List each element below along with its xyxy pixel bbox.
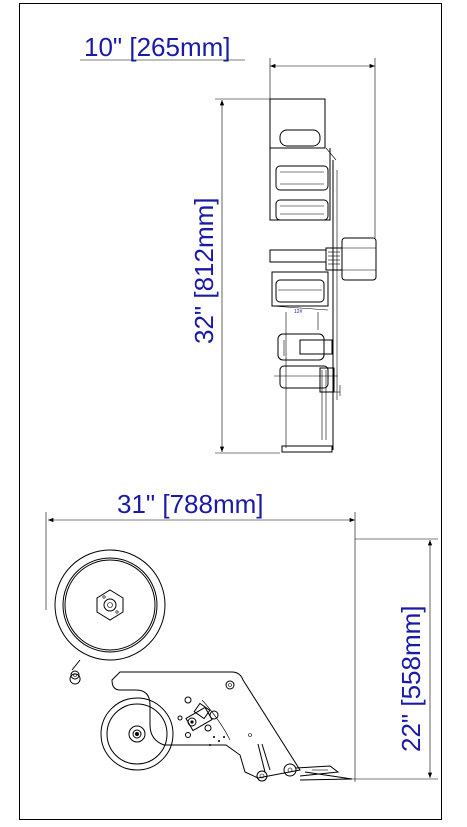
main-plate [111,671,301,779]
top-machine-body: 12# [269,98,377,453]
side-width-label: 31" [788mm] [117,489,264,519]
supply-reel [54,549,166,661]
side-height-label: 22" [558mm] [396,605,426,752]
top-view: 10" [265mm] 32" [812mm] [80,32,377,454]
top-width-label: 10" [265mm] [84,32,231,62]
top-small-label: 12# [294,309,303,315]
peel-plate [256,743,353,782]
drawing-border [19,3,442,820]
top-height-label: 32" [812mm] [189,197,219,344]
drive-mechanism [177,699,252,746]
rewind-reel [100,697,174,771]
side-view: 31" [788mm] 22" [558mm] [45,489,438,782]
